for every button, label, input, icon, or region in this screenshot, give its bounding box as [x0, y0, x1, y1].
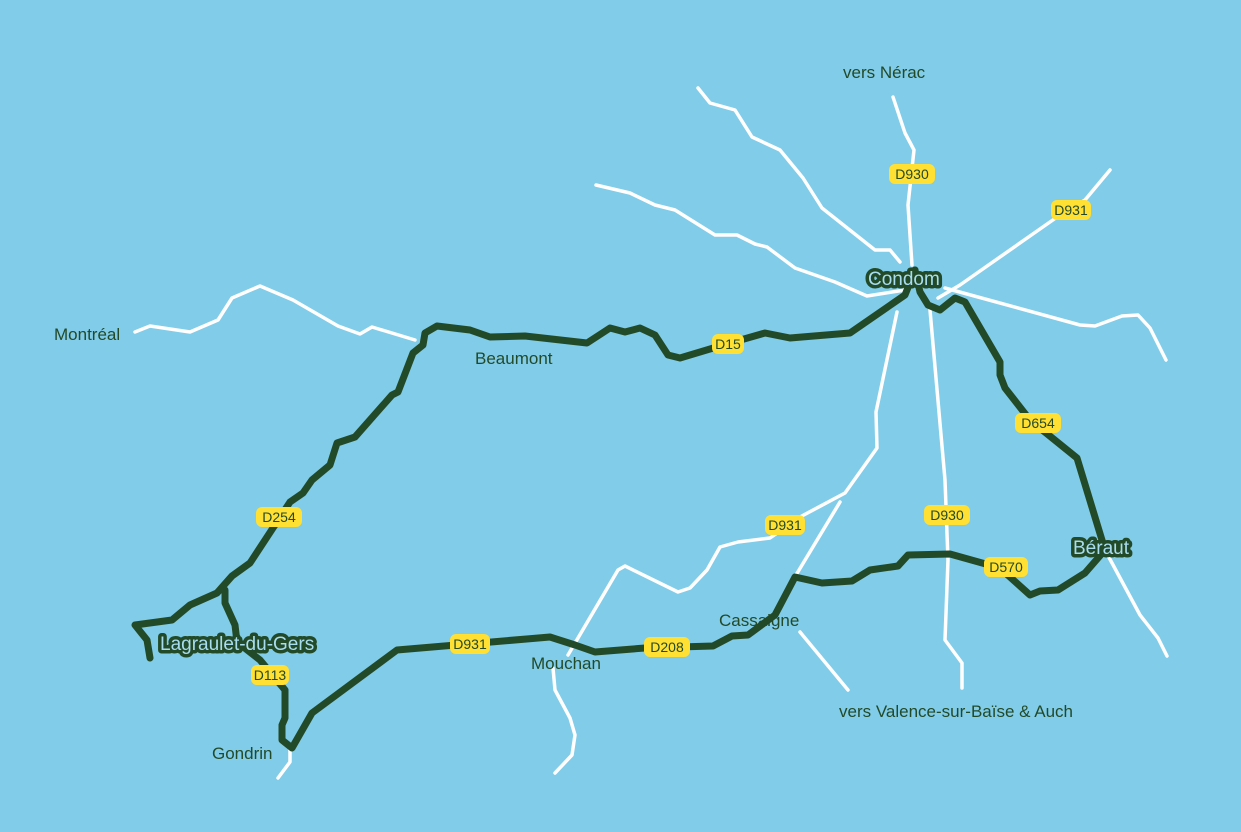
key-town-condom: Condom	[868, 269, 940, 290]
key-town-beraut: Béraut	[1073, 538, 1130, 559]
road-badge: D654	[1015, 413, 1061, 433]
road	[788, 500, 842, 587]
town-montreal: Montréal	[54, 325, 120, 344]
road	[594, 183, 907, 298]
road	[798, 630, 850, 692]
cycling-route	[221, 266, 1109, 752]
road	[928, 308, 964, 690]
road	[551, 666, 577, 775]
town-nerac: vers Nérac	[843, 63, 926, 82]
svg-text:D930: D930	[895, 166, 929, 182]
town-beaumont: Beaumont	[475, 349, 553, 368]
road-badge: D930	[924, 505, 970, 525]
cycling-route	[131, 266, 919, 662]
road-badge: D931	[765, 515, 805, 535]
svg-text:D930: D930	[930, 507, 964, 523]
road	[133, 284, 417, 342]
town-labels: vers Nérac Montréal Beaumont Mouchan Cas…	[54, 63, 1133, 763]
road-badge: D15	[712, 334, 744, 354]
town-valence: vers Valence-sur-Baïse & Auch	[839, 702, 1073, 721]
road	[276, 746, 292, 780]
road-badges: D930 D931 D15 D654 D254 D931 D930 D570 D…	[251, 164, 1091, 685]
svg-text:D931: D931	[768, 517, 802, 533]
svg-text:D208: D208	[650, 639, 684, 655]
key-town-lagraulet: Lagraulet-du-Gers	[160, 634, 314, 655]
road	[891, 95, 916, 267]
road	[943, 286, 1168, 362]
road-badge: D931	[450, 634, 490, 654]
svg-text:D931: D931	[1054, 202, 1088, 218]
svg-text:D15: D15	[715, 336, 741, 352]
svg-text:D931: D931	[453, 636, 487, 652]
road-badge: D113	[251, 665, 289, 685]
road	[1103, 548, 1169, 658]
road-badge: D570	[984, 557, 1028, 577]
svg-text:D113: D113	[254, 667, 287, 683]
road	[566, 310, 899, 657]
road-badge: D930	[889, 164, 935, 184]
town-cassaigne: Cassaigne	[719, 611, 799, 630]
road-badge: D254	[256, 507, 302, 527]
svg-text:D654: D654	[1021, 415, 1055, 431]
road-badge: D931	[1051, 200, 1091, 220]
svg-text:D570: D570	[989, 559, 1023, 575]
town-gondrin: Gondrin	[212, 744, 272, 763]
road	[696, 86, 902, 264]
road-badge: D208	[644, 637, 690, 657]
svg-text:D254: D254	[262, 509, 296, 525]
town-mouchan: Mouchan	[531, 654, 601, 673]
